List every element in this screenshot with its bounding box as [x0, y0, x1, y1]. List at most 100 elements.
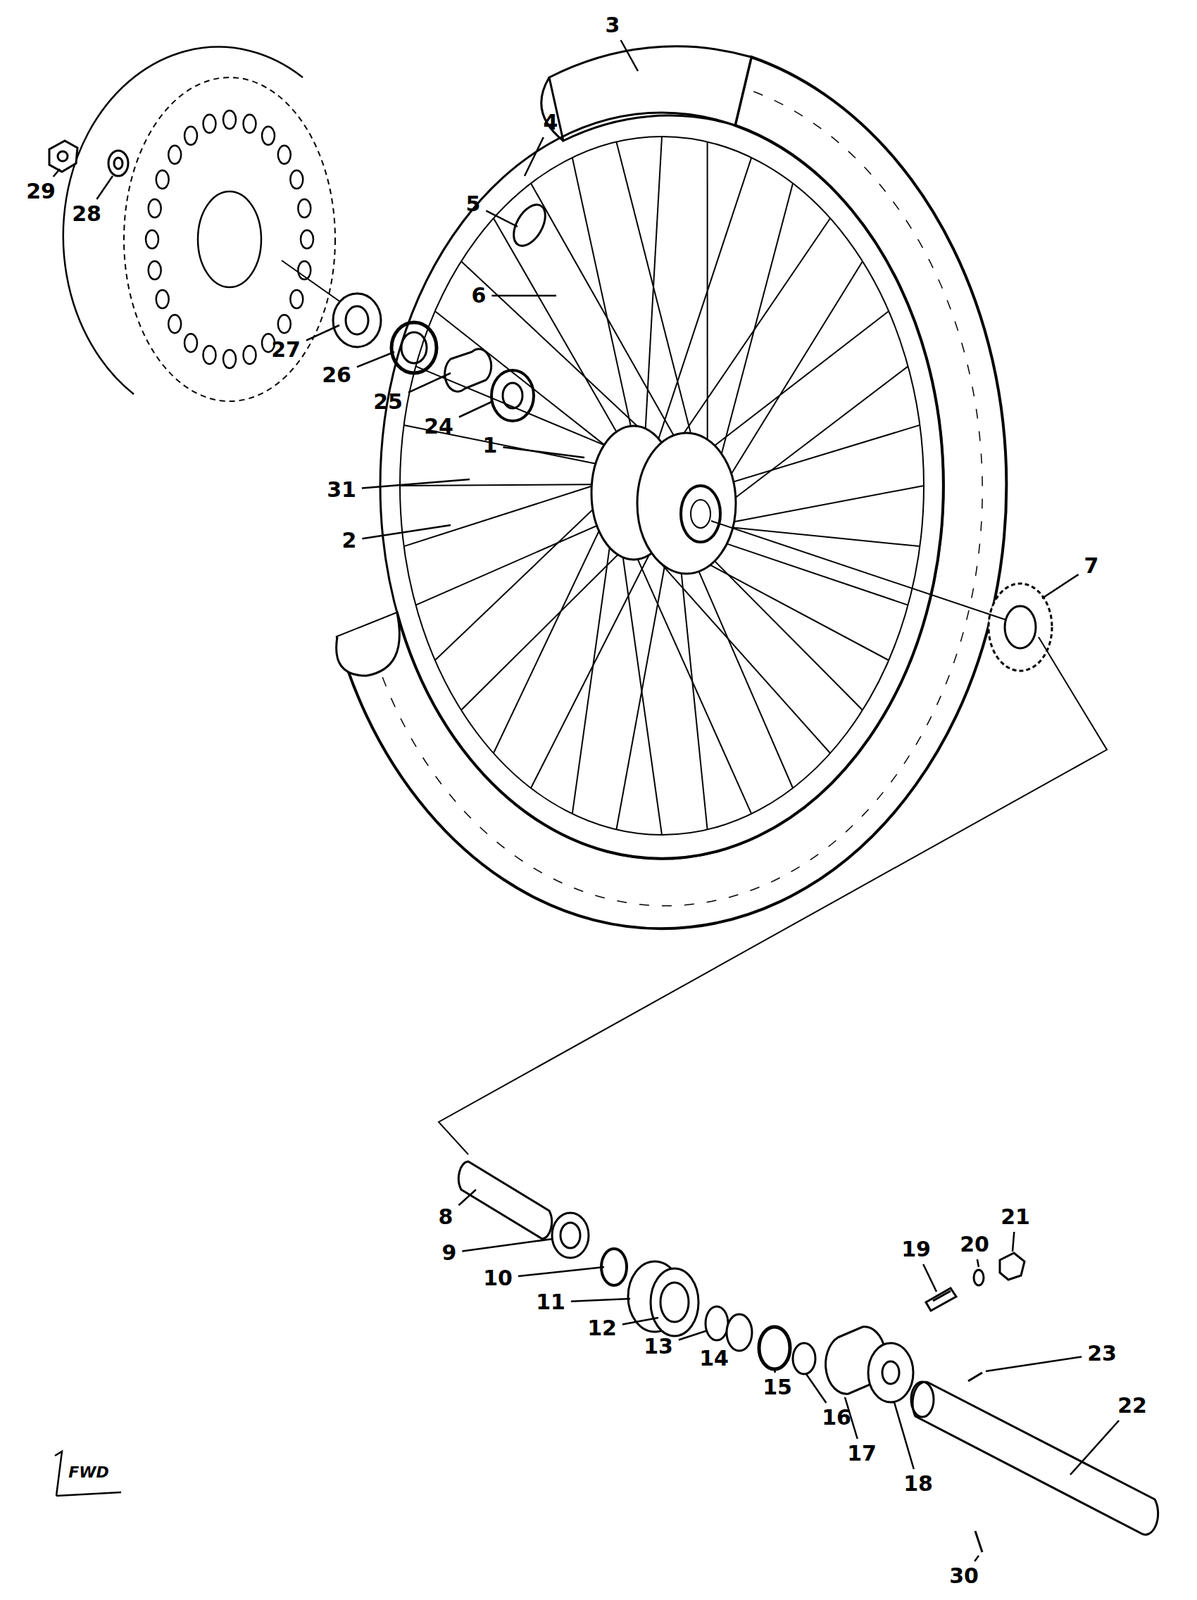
spoke	[656, 157, 752, 444]
disc-hole	[148, 199, 162, 218]
leader-line	[53, 168, 60, 177]
direction-mark: FWD	[66, 1464, 112, 1482]
disc-hole	[156, 290, 169, 309]
disc-hole	[223, 349, 236, 369]
leader-line	[356, 352, 395, 367]
disc-hole	[278, 314, 291, 334]
callout-number: 5	[464, 192, 484, 216]
callout-number: 16	[819, 1406, 854, 1430]
callout-number: 2	[340, 529, 360, 553]
disc-hole	[290, 170, 303, 189]
callout-number: 3	[603, 14, 623, 37]
leader-line	[773, 1369, 776, 1374]
callout-number: 15	[760, 1376, 795, 1400]
disc-hole	[261, 126, 275, 146]
spoke	[530, 547, 653, 789]
callout-number: 28	[69, 202, 104, 226]
disc-hole	[203, 114, 217, 134]
leader-line	[306, 325, 340, 341]
leader-line	[894, 1402, 914, 1470]
callout-number: 29	[23, 180, 58, 203]
spoke	[720, 183, 793, 460]
brake-disc	[123, 77, 336, 402]
spoke	[644, 136, 662, 434]
callout-number: 11	[533, 1291, 568, 1314]
disc-hole	[184, 333, 198, 353]
leader-line	[1070, 1420, 1119, 1476]
spoke	[666, 218, 831, 460]
spoke	[461, 261, 662, 450]
leader-line	[458, 1189, 476, 1206]
leader-line	[518, 1267, 605, 1277]
spoke	[572, 542, 611, 814]
callout-number: 20	[957, 1233, 992, 1257]
disc-center	[197, 191, 262, 288]
leader-line	[491, 295, 557, 298]
spoke	[730, 485, 924, 523]
leader-line	[977, 1259, 979, 1268]
leader-line	[571, 1299, 631, 1302]
disc-hole	[300, 230, 314, 249]
callout-number: 31	[324, 478, 359, 502]
leader-line	[923, 1264, 937, 1293]
callout-number: 21	[998, 1206, 1033, 1229]
disc-hole	[168, 145, 181, 165]
leader-line	[622, 1318, 659, 1326]
disc-hole	[297, 199, 311, 218]
callout-number: 24	[421, 415, 456, 438]
spoke	[732, 366, 909, 500]
leader-line	[1042, 574, 1079, 599]
callout-number: 12	[585, 1317, 619, 1340]
spoke	[493, 526, 602, 754]
leader-line	[621, 40, 638, 72]
rim	[380, 112, 944, 860]
spoke	[461, 528, 645, 711]
leader-line	[502, 447, 585, 458]
disc-hole	[168, 314, 181, 334]
leader-line	[524, 137, 544, 177]
spoke	[493, 218, 619, 436]
disc-hole	[290, 290, 303, 309]
leader-line	[974, 1556, 979, 1562]
callout-number: 23	[1085, 1342, 1119, 1366]
callout-number: 18	[901, 1473, 936, 1496]
spoke	[572, 157, 633, 431]
leader-line	[485, 210, 518, 227]
disc-hole	[184, 126, 198, 146]
callout-number: 17	[844, 1442, 879, 1466]
leader-line	[678, 1330, 708, 1341]
spoke	[435, 311, 608, 448]
callout-number: 14	[697, 1347, 731, 1371]
tire	[337, 57, 1007, 929]
callout-number: 7	[1082, 554, 1102, 578]
leader-line	[985, 1356, 1082, 1372]
spoke	[616, 561, 666, 831]
spoke	[622, 552, 662, 836]
spoke	[435, 506, 597, 662]
leader-line	[806, 1374, 826, 1404]
leader-line	[361, 525, 451, 539]
leader-line	[459, 401, 493, 418]
callout-number: 1	[480, 434, 500, 457]
leader-line	[408, 373, 451, 393]
spoke	[648, 549, 831, 754]
leader-line	[96, 176, 113, 200]
spoke	[616, 142, 693, 440]
callout-number: 13	[641, 1335, 676, 1359]
leader-line	[1012, 1232, 1014, 1252]
callout-number: 19	[899, 1238, 933, 1262]
callout-number: 4	[541, 111, 561, 134]
spoke	[728, 261, 863, 479]
callout-number: 26	[319, 364, 354, 387]
callout-number: 25	[371, 390, 405, 414]
spoke	[404, 485, 596, 547]
disc-hole	[243, 114, 257, 134]
spoke	[711, 557, 863, 711]
disc-hole	[223, 110, 236, 129]
leader-line	[361, 479, 470, 489]
disc-hole	[148, 261, 162, 280]
spoke	[530, 183, 677, 441]
disc-hole	[278, 145, 291, 165]
callout-number: 9	[440, 1242, 460, 1265]
